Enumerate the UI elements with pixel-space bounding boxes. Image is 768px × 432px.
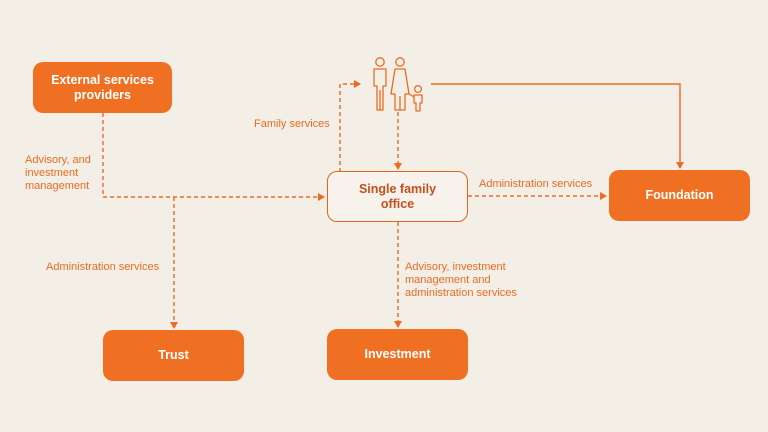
family-icon	[373, 57, 423, 112]
edge-label-family-services: Family services	[254, 118, 330, 130]
node-external-label: External services providers	[51, 72, 154, 102]
edge-label-admin-trust: Administration services	[46, 261, 160, 273]
node-trust: Trust	[103, 330, 244, 381]
edge-label-advisory-1: Advisory, and	[25, 154, 91, 166]
edge-label-investment-1: Advisory, investment	[405, 261, 506, 273]
edge-label-admin-foundation: Administration services	[479, 178, 593, 190]
node-office-label: Single family office	[358, 181, 437, 211]
edge-external-to-office	[102, 113, 325, 201]
edge-office-to-family	[339, 80, 361, 172]
edge-label-investment-3: administration services	[405, 287, 517, 299]
node-foundation: Foundation	[609, 170, 750, 221]
edge-label-advisory-3: management	[25, 180, 90, 192]
node-trust-label: Trust	[158, 348, 189, 362]
edge-label-advisory-2: investment	[25, 167, 79, 179]
node-external-services-providers: External services providers	[33, 62, 172, 113]
node-foundation-label: Foundation	[645, 188, 714, 202]
node-investment-label: Investment	[364, 347, 431, 361]
node-single-family-office: Single family office	[327, 171, 468, 222]
node-investment: Investment	[327, 329, 468, 380]
edge-family-to-foundation	[431, 83, 684, 169]
edge-label-investment-2: management and	[405, 274, 491, 286]
